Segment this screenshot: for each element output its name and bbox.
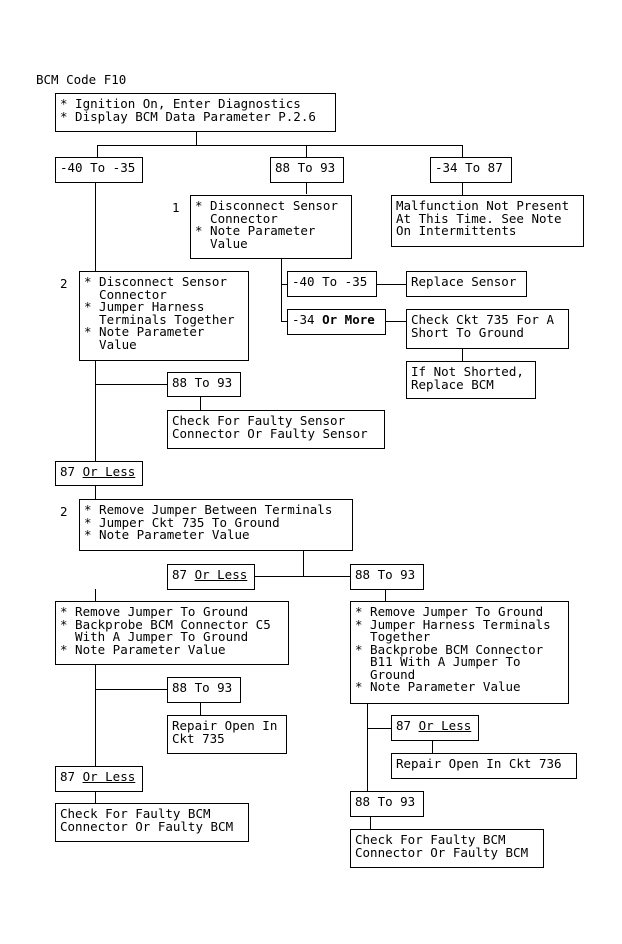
connector-line: [385, 589, 386, 601]
not-shorted-box: If Not Shorted, Replace BCM: [406, 361, 536, 399]
range-box-88: 88 To 93: [270, 157, 344, 183]
range-value: 87: [172, 567, 195, 582]
range-box-87-d: 87 Or Less: [55, 766, 143, 792]
start-box: * Ignition On, Enter Diagnostics * Displ…: [55, 93, 336, 132]
range-value: 87: [60, 464, 83, 479]
range-value: 87: [396, 718, 419, 733]
range-qualifier: Or Less: [82, 464, 136, 479]
range-qualifier: Or Less: [194, 567, 248, 582]
repair-736-box: Repair Open In Ckt 736: [391, 753, 577, 779]
step2a-box: * Disconnect Sensor Connector * Jumper H…: [79, 271, 249, 361]
connector-line: [281, 258, 282, 322]
range-value: 87: [60, 769, 83, 784]
connector-line: [97, 145, 98, 157]
connector-line: [367, 728, 391, 729]
connector-line: [432, 740, 433, 754]
connector-line: [95, 182, 96, 275]
range-box-m40-sub: -40 To -35: [287, 271, 377, 297]
step-number: 2: [60, 276, 68, 291]
connector-line: [196, 131, 197, 145]
range-box-m34-87: -34 To 87: [430, 157, 512, 183]
faulty-bcm-right-box: Check For Faulty BCM Connector Or Faulty…: [350, 829, 544, 868]
range-box-m40: -40 To -35: [55, 157, 143, 183]
right-steps-box: * Remove Jumper To Ground * Jumper Harne…: [350, 601, 569, 704]
connector-line: [367, 703, 368, 791]
range-box-87-b: 87 Or Less: [167, 564, 255, 590]
step-number: 1: [172, 200, 180, 215]
connector-line: [97, 145, 463, 146]
connector-line: [385, 321, 407, 322]
connector-line: [462, 348, 463, 362]
connector-line: [370, 816, 371, 830]
range-box-88-d: 88 To 93: [167, 677, 241, 703]
replace-sensor-box: Replace Sensor: [406, 271, 527, 297]
range-value: -34: [292, 312, 323, 327]
connector-line: [281, 284, 287, 285]
connector-line: [95, 384, 168, 385]
connector-line: [303, 550, 304, 576]
faulty-sensor-box: Check For Faulty Sensor Connector Or Fau…: [167, 410, 385, 449]
range-box-88-b: 88 To 93: [167, 372, 241, 397]
connector-line: [306, 182, 307, 194]
connector-line: [95, 485, 96, 499]
range-box-87-a: 87 Or Less: [55, 461, 143, 486]
connector-line: [255, 576, 351, 577]
range-box-88-e: 88 To 93: [350, 791, 424, 817]
faulty-bcm-left-box: Check For Faulty BCM Connector Or Faulty…: [55, 803, 249, 842]
connector-line: [95, 791, 96, 803]
connector-line: [95, 664, 96, 766]
repair-735-box: Repair Open In Ckt 735: [167, 715, 287, 754]
check-ckt735-box: Check Ckt 735 For A Short To Ground: [406, 309, 569, 349]
connector-line: [462, 145, 463, 157]
step-number: 2: [60, 504, 68, 519]
range-box-87-c: 87 Or Less: [391, 715, 479, 741]
connector-line: [95, 689, 168, 690]
connector-line: [95, 589, 96, 601]
connector-line: [95, 360, 96, 463]
connector-line: [200, 396, 201, 410]
diagram-title: BCM Code F10: [36, 72, 127, 87]
range-qualifier: Or More: [322, 312, 375, 327]
step1-box: * Disconnect Sensor Connector * Note Par…: [190, 195, 352, 259]
range-box-m34-more: -34 Or More: [287, 309, 386, 335]
connector-line: [462, 182, 463, 196]
connector-line: [306, 145, 307, 157]
left-steps-box: * Remove Jumper To Ground * Backprobe BC…: [55, 601, 289, 665]
connector-line: [376, 284, 406, 285]
range-qualifier: Or Less: [82, 769, 136, 784]
range-box-88-c: 88 To 93: [350, 564, 424, 590]
step2b-box: * Remove Jumper Between Terminals * Jump…: [79, 499, 353, 551]
connector-line: [281, 321, 287, 322]
connector-line: [200, 702, 201, 716]
malfunction-box: Malfunction Not Present At This Time. Se…: [391, 195, 584, 247]
range-qualifier: Or Less: [418, 718, 472, 733]
